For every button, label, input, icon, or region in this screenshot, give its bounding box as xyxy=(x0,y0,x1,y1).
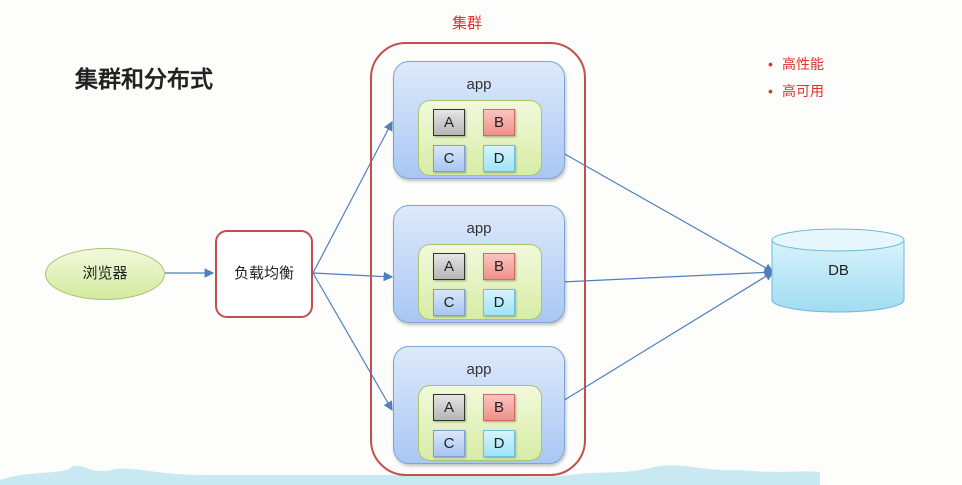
app-label: app xyxy=(466,76,492,93)
module-b: B xyxy=(483,394,515,421)
arrow-app1-to-db xyxy=(539,139,775,273)
cluster-container xyxy=(370,42,586,476)
module-d: D xyxy=(483,145,515,172)
module-b: B xyxy=(483,109,515,136)
app-node: app A B C D xyxy=(393,61,565,179)
module-a: A xyxy=(433,394,465,421)
module-group: A B C D xyxy=(418,385,542,461)
arrow-lb-to-app1 xyxy=(312,120,393,274)
module-d: D xyxy=(483,430,515,457)
cluster-label: 集群 xyxy=(452,15,483,32)
bullet-text: 高性能 xyxy=(782,56,824,72)
module-group: A B C D xyxy=(418,244,542,320)
app-node: app A B C D xyxy=(393,346,565,464)
database-cylinder-icon xyxy=(771,228,905,313)
module-b: B xyxy=(483,253,515,280)
db-label: DB xyxy=(828,262,849,279)
bullet-item: • 高可用 xyxy=(768,81,824,101)
bullet-dot: • xyxy=(768,83,773,99)
module-c: C xyxy=(433,289,465,316)
page-title: 集群和分布式 xyxy=(75,66,213,92)
module-group: A B C D xyxy=(418,100,542,176)
module-a: A xyxy=(433,253,465,280)
browser-node: 浏览器 xyxy=(45,248,165,300)
load-balancer-node: 负载均衡 xyxy=(215,230,313,318)
arrow-lb-to-app3 xyxy=(312,272,393,412)
app-node: app A B C D xyxy=(393,205,565,323)
arrow-lb-to-app2 xyxy=(312,271,394,282)
arrow-app2-to-db xyxy=(539,267,775,284)
bullet-text: 高可用 xyxy=(782,83,824,99)
arrow-app3-to-db xyxy=(539,271,775,416)
app-label: app xyxy=(466,361,492,378)
module-c: C xyxy=(433,145,465,172)
bullet-dot: • xyxy=(768,56,773,72)
module-d: D xyxy=(483,289,515,316)
module-a: A xyxy=(433,109,465,136)
module-c: C xyxy=(433,430,465,457)
bullet-item: • 高性能 xyxy=(768,54,824,74)
app-label: app xyxy=(466,220,492,237)
